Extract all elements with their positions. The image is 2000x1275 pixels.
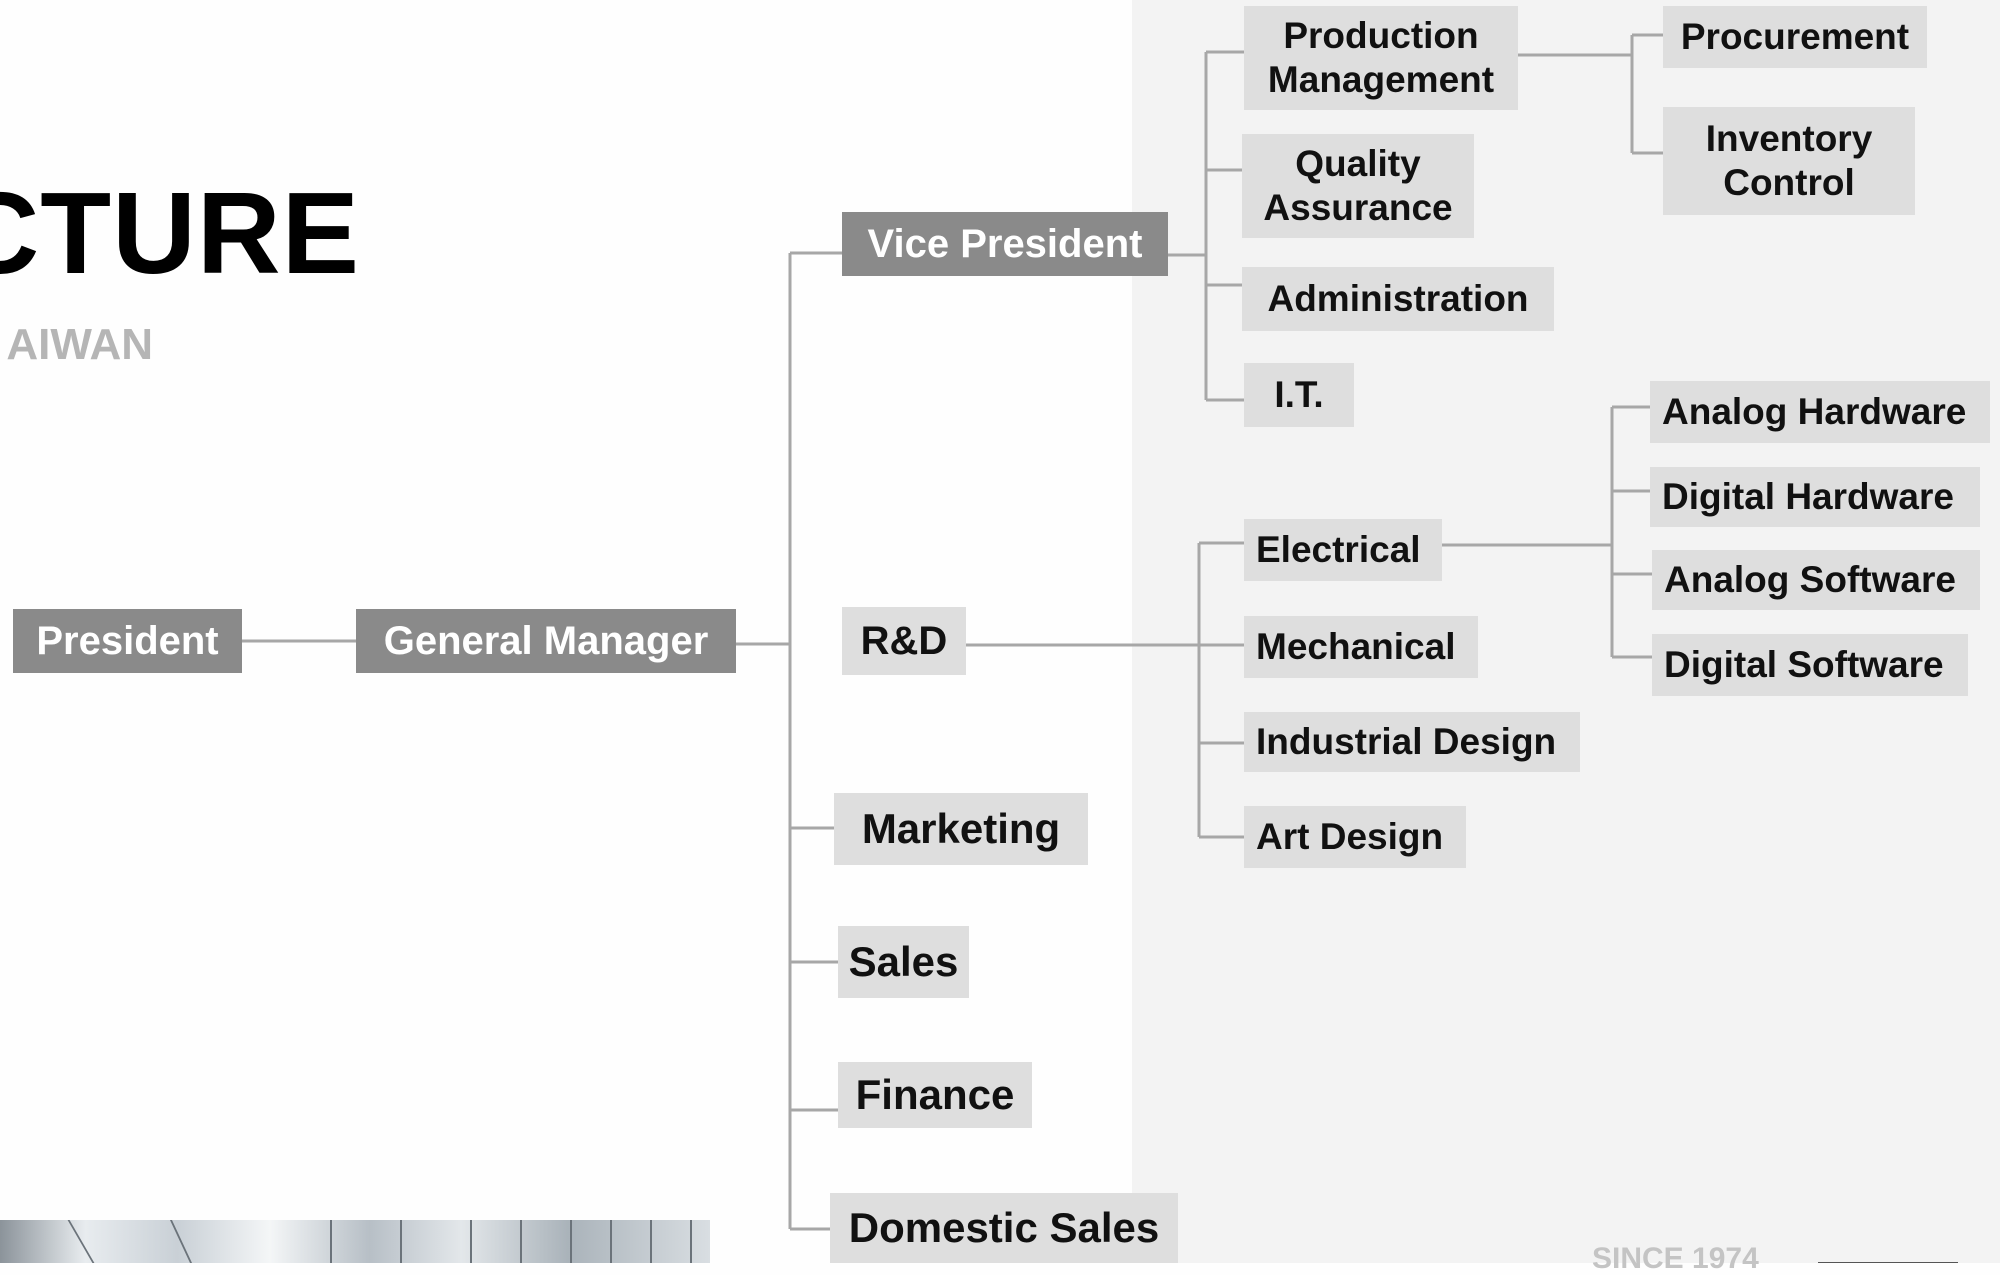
node-sales: Sales — [838, 926, 969, 998]
node-quality-assurance: Quality Assurance — [1242, 134, 1474, 238]
node-administration: Administration — [1242, 267, 1554, 331]
node-domestic-sales: Domestic Sales — [830, 1193, 1178, 1263]
node-production-management: Production Management — [1244, 6, 1518, 110]
node-it: I.T. — [1244, 363, 1354, 427]
page-subtitle: AIWAN — [6, 320, 153, 369]
node-finance: Finance — [838, 1062, 1032, 1128]
node-analog-software: Analog Software — [1652, 550, 1980, 610]
node-vice-president: Vice President — [842, 212, 1168, 276]
node-inventory-control: Inventory Control — [1663, 107, 1915, 215]
node-art-design: Art Design — [1244, 806, 1466, 868]
building-photo — [0, 1220, 710, 1263]
node-analog-hardware: Analog Hardware — [1650, 381, 1990, 443]
page-title: CTURE — [0, 168, 360, 298]
node-industrial-design: Industrial Design — [1244, 712, 1580, 772]
node-mechanical: Mechanical — [1244, 616, 1478, 678]
node-procurement: Procurement — [1663, 6, 1927, 68]
node-electrical: Electrical — [1244, 519, 1442, 581]
node-marketing: Marketing — [834, 793, 1088, 865]
node-rnd: R&D — [842, 607, 966, 675]
node-digital-software: Digital Software — [1652, 634, 1968, 696]
node-general-manager: General Manager — [356, 609, 736, 673]
node-president: President — [13, 609, 242, 673]
node-digital-hardware: Digital Hardware — [1650, 467, 1980, 527]
